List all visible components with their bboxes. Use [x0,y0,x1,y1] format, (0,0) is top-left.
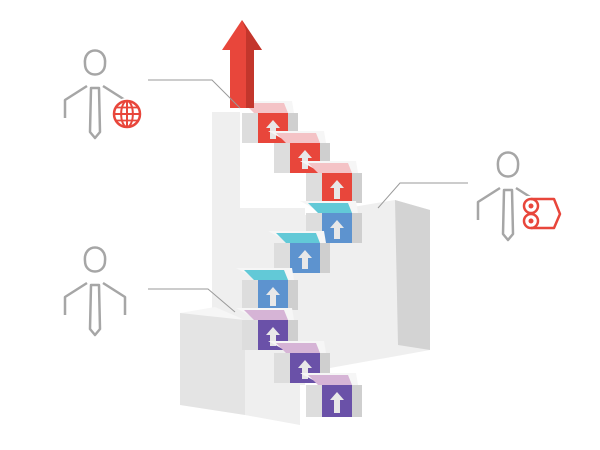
step-riser-side [320,243,330,273]
film-reel-icon [518,196,564,234]
top-arrow-icon [222,20,262,108]
up-arrow-icon [266,120,280,139]
person-head-icon [496,151,520,178]
step-riser-side [352,173,362,203]
step-tread-stripe [308,375,352,385]
up-arrow-icon [298,360,312,379]
lower-block-front [180,313,245,415]
step-tread-stripe [308,163,352,173]
top-arrow-shade [242,20,262,108]
globe-icon [111,98,143,130]
step-blue-3 [236,268,298,310]
step-red-3 [300,161,362,203]
step-purple-2 [268,341,330,383]
step-riser-side [352,213,362,243]
person-icon-right [476,151,564,242]
step-riser-margin [242,280,258,310]
step-riser-side [288,320,298,350]
step-riser-side [320,143,330,173]
step-riser-side [352,385,362,417]
step-riser-side [320,353,330,383]
reel-bottom-hub [528,218,534,224]
step-tread-stripe [276,233,320,243]
reel-top-hub [528,203,534,209]
leader-line-top [148,79,241,109]
step-riser-margin [274,353,290,383]
step-riser-margin [242,113,258,143]
step-red-2 [268,131,330,173]
step-purple-1 [236,308,298,350]
person-shoulders-icon [63,281,127,315]
step-riser-margin [274,243,290,273]
step-tread-stripe [276,343,320,353]
person-tie-icon [88,283,102,337]
step-riser-margin [306,173,322,203]
person-icon-top-left [63,49,143,140]
up-arrow-icon [330,180,344,199]
person-figures [63,49,564,337]
step-riser-margin [306,385,322,417]
person-head-icon [83,246,107,273]
up-arrow-icon [266,327,280,346]
person-tie-icon [88,86,102,140]
step-blue-1 [300,201,362,243]
leader-line-bottom [148,288,236,313]
step-riser-side [288,280,298,310]
leader-lines [148,79,468,313]
upper-block-right-side [395,200,430,350]
step-tread-stripe [276,133,320,143]
step-purple-3 [300,373,362,417]
up-arrow-icon [330,392,344,413]
staircase-steps [236,101,362,417]
up-arrow-icon [330,220,344,239]
step-tread-stripe [244,270,288,280]
up-arrow-icon [266,287,280,306]
person-head-icon [83,49,107,76]
step-riser-side [288,113,298,143]
up-arrow-icon [298,250,312,269]
up-arrow-icon [298,150,312,169]
step-tread-stripe [308,203,352,213]
person-icon-bottom-left [63,246,127,337]
step-riser-margin [242,320,258,350]
leader-line-right [377,182,468,209]
step-blue-2 [268,231,330,273]
step-riser-margin [274,143,290,173]
step-tread-stripe [244,310,288,320]
step-tread-stripe [244,103,288,113]
person-tie-icon [501,188,515,242]
reel-film [531,197,562,230]
